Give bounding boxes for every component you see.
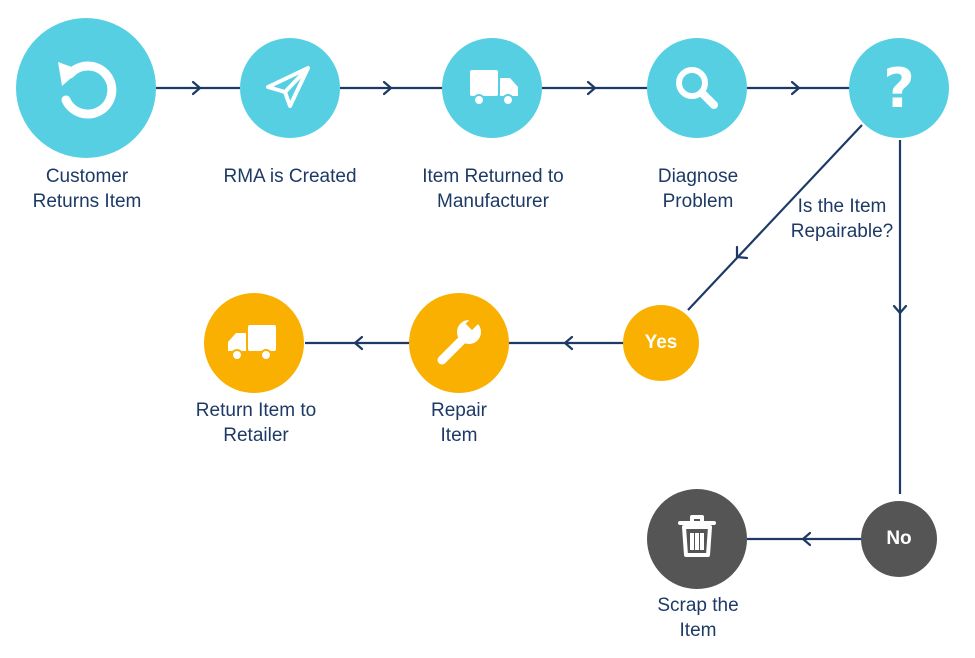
- label-return-retailer: Return Item to Retailer: [196, 398, 316, 448]
- arrowhead-4: [790, 80, 801, 96]
- label-rma-created: RMA is Created: [223, 164, 356, 189]
- label-scrap-line1: Scrap the: [657, 595, 739, 616]
- label-decision-line1: Is the Item: [797, 196, 887, 217]
- arrowhead-2: [382, 80, 393, 96]
- node-yes: [623, 305, 699, 381]
- label-rma-created-line1: RMA is Created: [223, 166, 357, 187]
- label-item-returned-line2: Manufacturer: [437, 191, 549, 212]
- label-repair: Repair Item: [431, 398, 487, 448]
- node-decision: ?: [849, 38, 949, 138]
- arrowheads: [191, 80, 908, 547]
- label-repair-line1: Repair: [431, 400, 487, 421]
- connector-decision-to-yes: [687, 124, 863, 311]
- node-item-returned: [442, 38, 542, 138]
- arrowhead-8: [353, 335, 364, 351]
- label-return-retailer-line2: Retailer: [223, 425, 289, 446]
- label-customer-returns: Customer Returns Item: [33, 164, 142, 214]
- trash-icon: [678, 515, 716, 557]
- label-item-returned-line1: Item Returned to: [422, 166, 564, 187]
- arrowhead-6: [892, 304, 908, 315]
- node-rma-created: [240, 38, 340, 138]
- node-repair: [409, 293, 509, 393]
- node-customer-returns: [16, 18, 156, 158]
- label-return-retailer-line1: Return Item to: [195, 400, 317, 421]
- label-item-returned: Item Returned to Manufacturer: [422, 164, 564, 214]
- label-scrap: Scrap the Item: [657, 593, 738, 643]
- no-label: No: [886, 528, 912, 549]
- node-diagnose: [647, 38, 747, 138]
- arrowhead-7: [563, 335, 574, 351]
- node-no: [861, 501, 937, 577]
- arrowhead-3: [586, 80, 597, 96]
- truck-icon: [470, 70, 518, 106]
- truck-icon: [228, 325, 276, 361]
- label-repair-line2: Item: [440, 425, 478, 446]
- node-return-retailer: [204, 293, 304, 393]
- arrowhead-1: [191, 80, 202, 96]
- yes-label: Yes: [644, 332, 678, 353]
- label-customer-returns-line2: Returns Item: [32, 191, 142, 212]
- label-diagnose-line2: Problem: [662, 191, 734, 212]
- label-scrap-line2: Item: [679, 620, 717, 641]
- undo-icon: [61, 61, 117, 119]
- undo-icon-arrow: [58, 62, 80, 86]
- question-icon: ?: [883, 57, 914, 120]
- label-decision: Is the Item Repairable?: [791, 194, 893, 244]
- label-decision-line2: Repairable?: [790, 221, 894, 242]
- label-diagnose: Diagnose Problem: [658, 164, 738, 214]
- node-scrap: [647, 489, 747, 589]
- search-icon: [676, 67, 718, 109]
- paper-plane-icon: [266, 66, 310, 108]
- label-customer-returns-line1: Customer: [45, 166, 129, 187]
- wrench-icon: [437, 316, 481, 365]
- arrowhead-5: [735, 245, 749, 260]
- label-diagnose-line1: Diagnose: [657, 166, 739, 187]
- arrowhead-9: [801, 531, 812, 547]
